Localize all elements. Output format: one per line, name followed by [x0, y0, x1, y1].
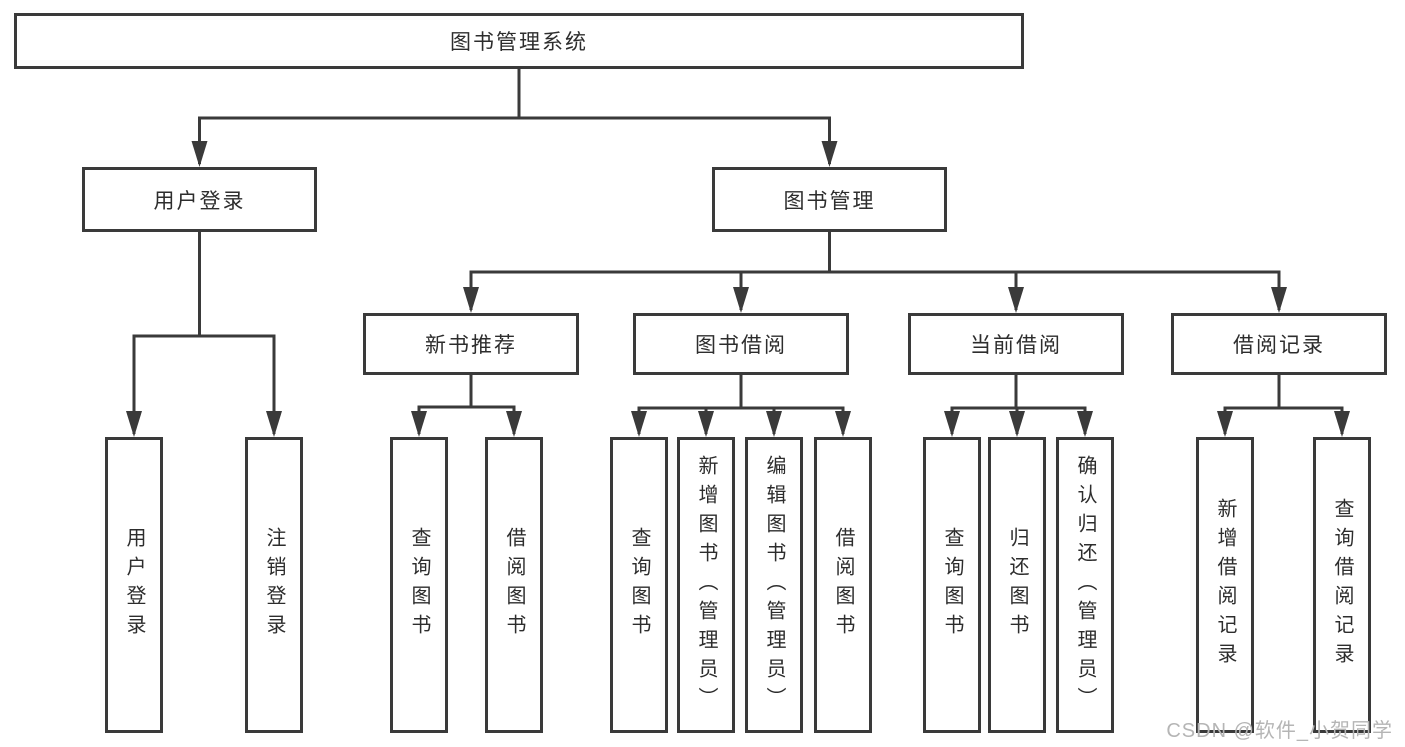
leaf-newbooks-query-books-label: 查询图书	[408, 527, 430, 643]
leaf-current-query-books-label: 查询图书	[941, 527, 963, 643]
wire-borrowrecords-rail	[1223, 406, 1344, 434]
node-book-management: 图书管理	[712, 167, 947, 232]
wire-newbooks-rail	[417, 405, 516, 434]
leaf-query-borrow-record: 查询借阅记录	[1313, 437, 1371, 733]
leaf-newbooks-query-books: 查询图书	[390, 437, 448, 733]
leaf-borrow-query-books-label: 查询图书	[628, 527, 650, 643]
wire-userlogin-rail	[132, 334, 276, 434]
node-root: 图书管理系统	[14, 13, 1024, 69]
leaf-borrow-query-books: 查询图书	[610, 437, 668, 733]
node-user-login: 用户登录	[82, 167, 317, 232]
node-new-book-recommend-label: 新书推荐	[425, 334, 517, 357]
wire-level3-rail	[469, 270, 1281, 310]
leaf-borrow-borrow-books-label: 借阅图书	[832, 527, 854, 643]
node-borrowing-records-label: 借阅记录	[1233, 334, 1325, 357]
leaf-add-books-admin-label: 新增图书（管理员）	[695, 454, 717, 716]
leaf-user-login: 用户登录	[105, 437, 163, 733]
node-root-label: 图书管理系统	[450, 31, 588, 54]
leaf-newbooks-borrow-books-label: 借阅图书	[503, 527, 525, 643]
wire-level2-rail	[198, 116, 831, 164]
leaf-add-borrow-record: 新增借阅记录	[1196, 437, 1254, 733]
wire-bookborrow-rail	[637, 406, 845, 434]
node-current-borrowing: 当前借阅	[908, 313, 1124, 375]
leaf-confirm-return-admin-label: 确认归还（管理员）	[1074, 454, 1096, 716]
leaf-logout-label: 注销登录	[263, 527, 285, 643]
leaf-confirm-return-admin: 确认归还（管理员）	[1056, 437, 1114, 733]
leaf-edit-books-admin-label: 编辑图书（管理员）	[763, 454, 785, 716]
node-book-management-label: 图书管理	[783, 189, 876, 213]
leaf-add-borrow-record-label: 新增借阅记录	[1214, 498, 1236, 672]
leaf-return-books-label: 归还图书	[1006, 527, 1028, 643]
leaf-query-borrow-record-label: 查询借阅记录	[1331, 498, 1353, 672]
leaf-return-books: 归还图书	[988, 437, 1046, 733]
node-book-borrowing-label: 图书借阅	[695, 334, 787, 357]
arrowheads	[126, 141, 1350, 437]
node-current-borrowing-label: 当前借阅	[970, 334, 1062, 357]
node-book-borrowing: 图书借阅	[633, 313, 849, 375]
leaf-user-login-label: 用户登录	[123, 527, 145, 643]
leaf-edit-books-admin: 编辑图书（管理员）	[745, 437, 803, 733]
node-borrowing-records: 借阅记录	[1171, 313, 1387, 375]
watermark: CSDN @软件_小贺同学	[1166, 720, 1393, 742]
leaf-logout: 注销登录	[245, 437, 303, 733]
leaf-current-query-books: 查询图书	[923, 437, 981, 733]
node-new-book-recommend: 新书推荐	[363, 313, 579, 375]
leaf-borrow-borrow-books: 借阅图书	[814, 437, 872, 733]
leaf-add-books-admin: 新增图书（管理员）	[677, 437, 735, 733]
leaf-newbooks-borrow-books: 借阅图书	[485, 437, 543, 733]
node-user-login-label: 用户登录	[153, 189, 246, 213]
